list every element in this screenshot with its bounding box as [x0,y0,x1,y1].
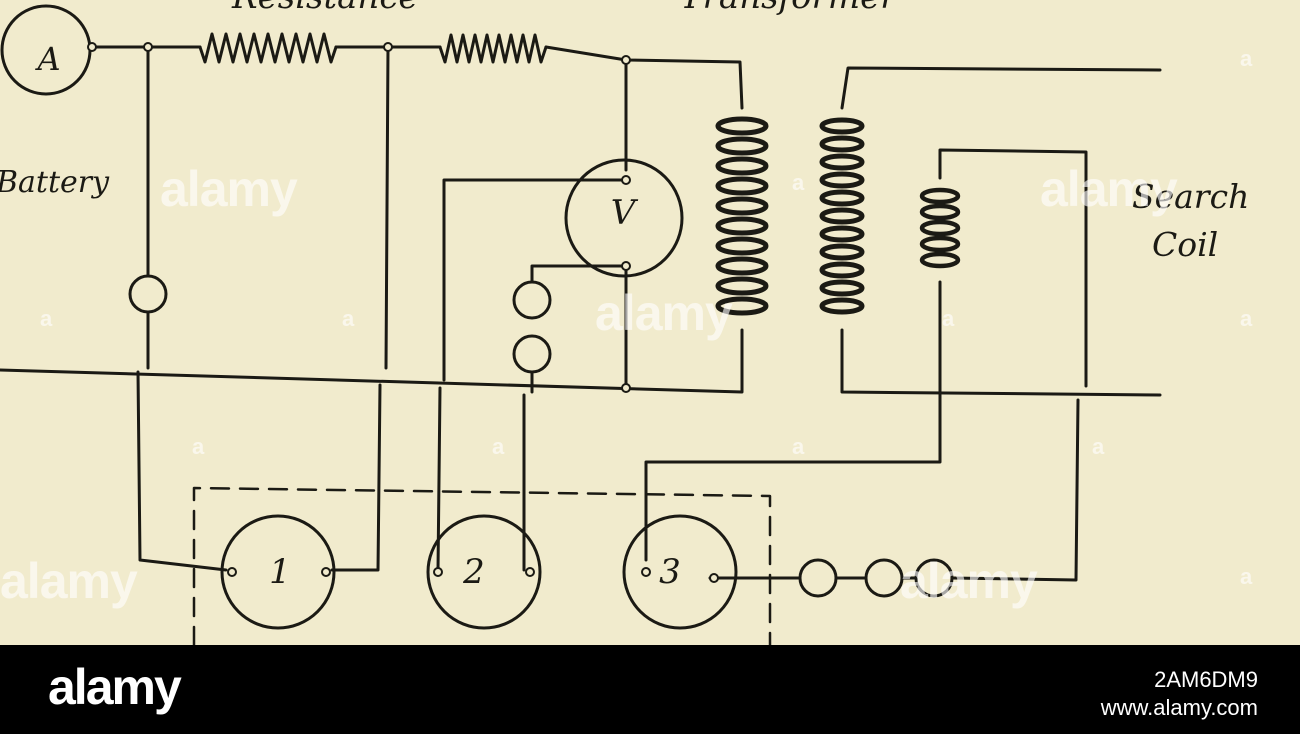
circuit-diagram: Resistance Transformer Battery Search Co… [0,0,1300,647]
wire-to-meter-1-right [330,383,382,572]
battery-label: Battery [0,165,110,200]
wire-to-meter-1-left [136,370,228,572]
watermark: alamy [595,285,733,341]
bottom-bus-left [0,328,744,394]
site-url: www.alamy.com [1100,695,1258,720]
resistor-2 [438,33,548,64]
search-coil [919,187,961,269]
alamy-logo: alamy [48,659,182,715]
watermark-small: a [1240,564,1252,589]
lamp-2 [512,334,552,374]
watermark: alamy [160,161,298,217]
instrument-1-label: 1 [269,552,291,592]
watermark-small: a [1240,46,1252,71]
watermark: alamy [900,553,1038,609]
watermark-small: a [1092,434,1104,459]
branch-wire-2 [384,45,390,370]
battery-cell [128,274,168,314]
resistance-label: Resistance [232,0,419,14]
search-coil-label-line1: Search [1132,177,1250,216]
wire-to-meter-2-l [436,386,442,572]
meter-1-circle [220,514,336,630]
bottom-bus-right [840,328,1162,397]
watermark-small: a [792,170,804,195]
watermark-small: a [1240,306,1252,331]
lamp-5 [914,558,954,598]
lamp-4 [864,558,904,598]
transformer-primary-coil [715,116,769,316]
voltmeter-label: V [610,193,636,233]
watermark-small: a [40,306,52,331]
watermark-small: a [342,306,354,331]
watermark-small: a [942,306,954,331]
transformer-secondary-coil [819,117,865,315]
instrument-2-label: 2 [463,552,485,592]
watermark-footer-bar [0,645,1300,734]
ammeter-label: A [37,40,61,78]
instrument-enclosure [192,486,772,647]
wire-meter-3-to-coil [708,398,1080,582]
meter-3-circle [622,514,738,630]
lamp-3 [798,558,838,598]
meter-2-circle [426,514,542,630]
search-coil-label-line2: Coil [1152,225,1219,264]
image-id: 2AM6DM9 [1154,667,1258,692]
watermark: alamy [0,553,138,609]
wire-to-primary [544,45,744,110]
instrument-3-label: 3 [659,552,681,592]
circuit-drawing [0,4,1162,647]
watermark: alamy [1040,161,1178,217]
search-coil-wire [938,148,1088,388]
wire-to-meter-2-left [442,178,624,382]
watermark-small: a [792,434,804,459]
search-coil-lead [644,280,942,562]
voltmeter-circle [564,158,684,278]
watermark-small: a [192,434,204,459]
watermark-small: a [492,434,504,459]
lamp-1 [512,280,552,320]
resistor-1 [198,32,338,64]
secondary-wire [840,66,1162,110]
transformer-label: Transformer [680,0,896,14]
